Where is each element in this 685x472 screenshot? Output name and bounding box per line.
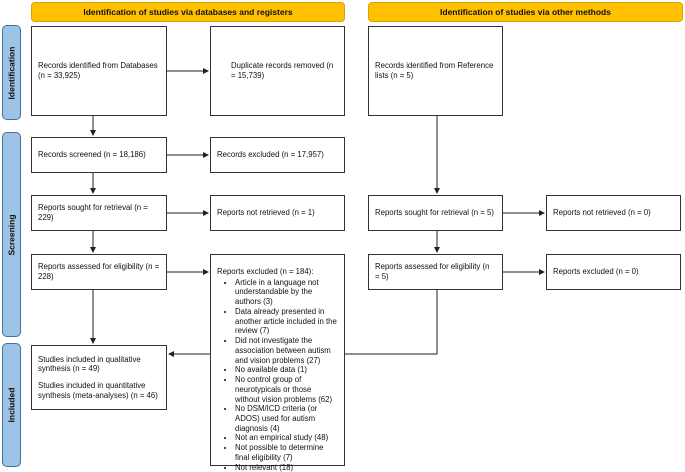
phase-label: Included	[6, 387, 17, 423]
duplicates-removed-box: Duplicate records removed (n = 15,739)	[210, 26, 345, 116]
reports-sought-box: Reports sought for retrieval (n = 229)	[31, 195, 167, 231]
other-not-retrieved-box: Reports not retrieved (n = 0)	[546, 195, 681, 231]
phase-label: Screening	[6, 213, 17, 256]
phase-included: Included	[2, 343, 21, 467]
records-excluded-box: Records excluded (n = 17,957)	[210, 137, 345, 173]
included-qualitative: Studies included in qualitative synthesi…	[38, 354, 141, 374]
exclusion-reason: Did not investigate the association betw…	[235, 336, 338, 365]
other-assessed-box: Reports assessed for eligibility (n = 5)	[368, 254, 503, 290]
records-screened-box: Records screened (n = 18,186)	[31, 137, 167, 173]
phase-screening: Screening	[2, 132, 21, 337]
reports-excluded-title: Reports excluded (n = 184):	[217, 267, 314, 276]
included-quantitative: Studies included in quantitative synthes…	[38, 381, 158, 400]
header-other-methods: Identification of studies via other meth…	[368, 2, 683, 22]
phase-label: Identification	[6, 46, 17, 99]
phase-identification: Identification	[2, 25, 21, 120]
records-identified-box: Records identified from Databases (n = 3…	[31, 26, 167, 116]
reference-lists-box: Records identified from Reference lists …	[368, 26, 503, 116]
exclusion-reason: Not an empirical study (48)	[235, 433, 338, 443]
exclusion-reason: No DSM/ICD criteria (or ADOS) used for a…	[235, 404, 338, 433]
exclusion-reason: Not possible to determine final eligibil…	[235, 443, 338, 462]
exclusion-reasons-list: Article in a language not understandable…	[217, 278, 338, 472]
studies-included-box: Studies included in qualitative synthesi…	[31, 345, 167, 410]
other-excluded-box: Reports excluded (n = 0)	[546, 254, 681, 290]
reports-excluded-box: Reports excluded (n = 184): Article in a…	[210, 254, 345, 472]
reports-assessed-box: Reports assessed for eligibility (n = 22…	[31, 254, 167, 290]
exclusion-reason: Article in a language not understandable…	[235, 278, 338, 307]
exclusion-reason: Data already presented in another articl…	[235, 307, 338, 336]
exclusion-reason: Not relevant (18)	[235, 463, 338, 472]
header-databases: Identification of studies via databases …	[31, 2, 345, 22]
other-reports-sought-box: Reports sought for retrieval (n = 5)	[368, 195, 503, 231]
exclusion-reason: No control group of neurotypicals or tho…	[235, 375, 338, 404]
exclusion-reason: No available data (1)	[235, 365, 338, 375]
reports-not-retrieved-box: Reports not retrieved (n = 1)	[210, 195, 345, 231]
